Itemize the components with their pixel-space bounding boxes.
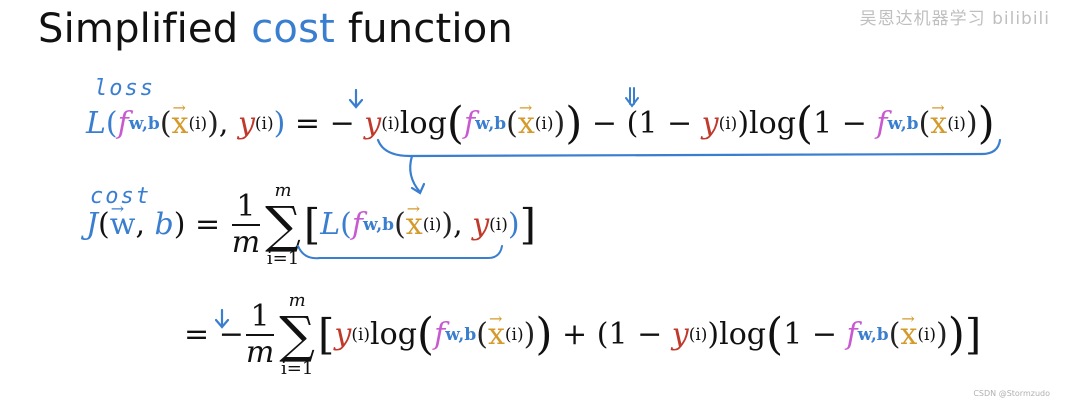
x-vector: →x [171,98,189,141]
y-label: y [237,106,255,141]
model-f: f [117,106,129,141]
credit-text: CSDN @Stormzudo [973,389,1050,398]
cost-J: J [86,207,99,242]
watermark: 吴恩达机器学习 bilibili [859,9,1050,29]
slide-title: Simplified cost function [38,6,513,52]
summation: m∑i=1 [265,180,301,269]
title-part-simplified: Simplified [38,6,252,52]
cost-annotation: cost [90,184,151,209]
title-part-cost: cost [251,6,335,52]
loss-annotation: loss [94,76,155,101]
loss-L: L [86,106,106,141]
title-part-function: function [335,6,513,52]
